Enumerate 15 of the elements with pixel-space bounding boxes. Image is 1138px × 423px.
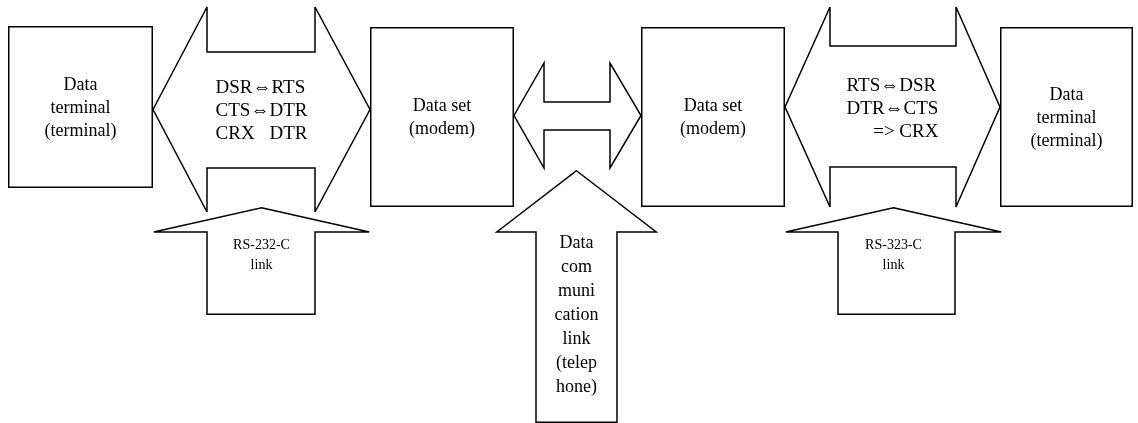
modem-box	[641, 27, 785, 207]
box-label: Data set (modem)	[679, 94, 747, 140]
up-block-arrow	[496, 170, 657, 423]
box-label: Data terminal (terminal)	[43, 72, 118, 142]
box-label: Data terminal (terminal)	[1029, 82, 1104, 152]
box-label: RS-323-C link	[864, 236, 923, 274]
box-label: Data set (modem)	[408, 94, 476, 140]
terminal-box	[8, 26, 153, 188]
terminal-box	[1000, 27, 1133, 207]
up-block-arrow	[153, 207, 370, 315]
double-block-arrow	[513, 60, 642, 171]
box-label: Data com muni cation link (telep hone)	[553, 231, 600, 398]
modem-box	[370, 27, 514, 207]
up-block-arrow	[785, 207, 1002, 315]
box-label: RS-232-C link	[232, 236, 291, 274]
